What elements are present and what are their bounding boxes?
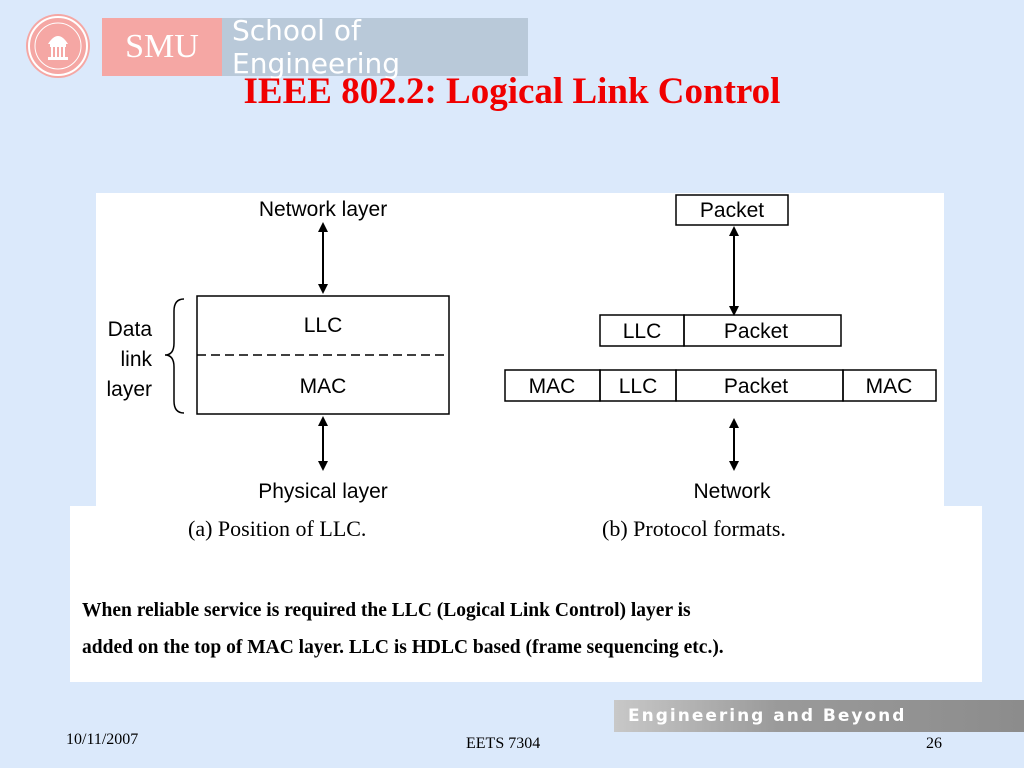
row3-llc-label: LLC xyxy=(619,375,658,398)
network-layer-label: Network layer xyxy=(259,198,387,221)
smu-seal-logo xyxy=(26,14,90,78)
body-line-1: When reliable service is required the LL… xyxy=(82,600,691,621)
mac-sublayer-label: MAC xyxy=(300,375,347,398)
physical-layer-label: Physical layer xyxy=(258,480,388,503)
row2-packet-label: Packet xyxy=(724,320,788,343)
smu-school-banner: SMU School of Engineering xyxy=(102,14,528,80)
caption-protocol-formats: (b) Protocol formats. xyxy=(602,516,786,541)
llc-sublayer-label: LLC xyxy=(304,314,343,337)
row3-packet-label: Packet xyxy=(724,375,788,398)
data-link-label-line1: Data xyxy=(108,318,153,341)
caption-panel: (a) Position of LLC. (b) Protocol format… xyxy=(70,506,982,682)
network-label: Network xyxy=(693,480,771,503)
slide-body-text: When reliable service is required the LL… xyxy=(82,592,962,666)
footer-course-code: EETS 7304 xyxy=(466,735,541,752)
caption-position-of-llc: (a) Position of LLC. xyxy=(188,516,367,541)
data-link-brace xyxy=(164,298,185,414)
llc-diagram: Network layer LLC MAC Data link layer Ph… xyxy=(96,193,944,506)
row3-mac-trailer-label: MAC xyxy=(866,375,913,398)
slide-title: IEEE 802.2: Logical Link Control xyxy=(243,71,781,112)
row2-llc-label: LLC xyxy=(623,320,662,343)
smu-wordmark: SMU xyxy=(102,18,222,76)
engineering-and-beyond-banner: Engineering and Beyond xyxy=(614,700,1024,732)
school-of-engineering-label: School of Engineering xyxy=(222,14,528,80)
footer-page-number: 26 xyxy=(926,735,942,752)
packet-top-box xyxy=(675,194,789,226)
row3-mac-trailer-field xyxy=(842,369,937,402)
row3-mac-header-label: MAC xyxy=(529,375,576,398)
footer-date: 10/11/2007 xyxy=(66,731,139,748)
row2-packet-field xyxy=(683,314,842,347)
body-line-2: added on the top of MAC layer. LLC is HD… xyxy=(82,637,724,658)
data-link-label-line2: link xyxy=(120,348,152,371)
data-link-label-line3: layer xyxy=(106,378,152,401)
packet-top-label: Packet xyxy=(700,199,764,222)
